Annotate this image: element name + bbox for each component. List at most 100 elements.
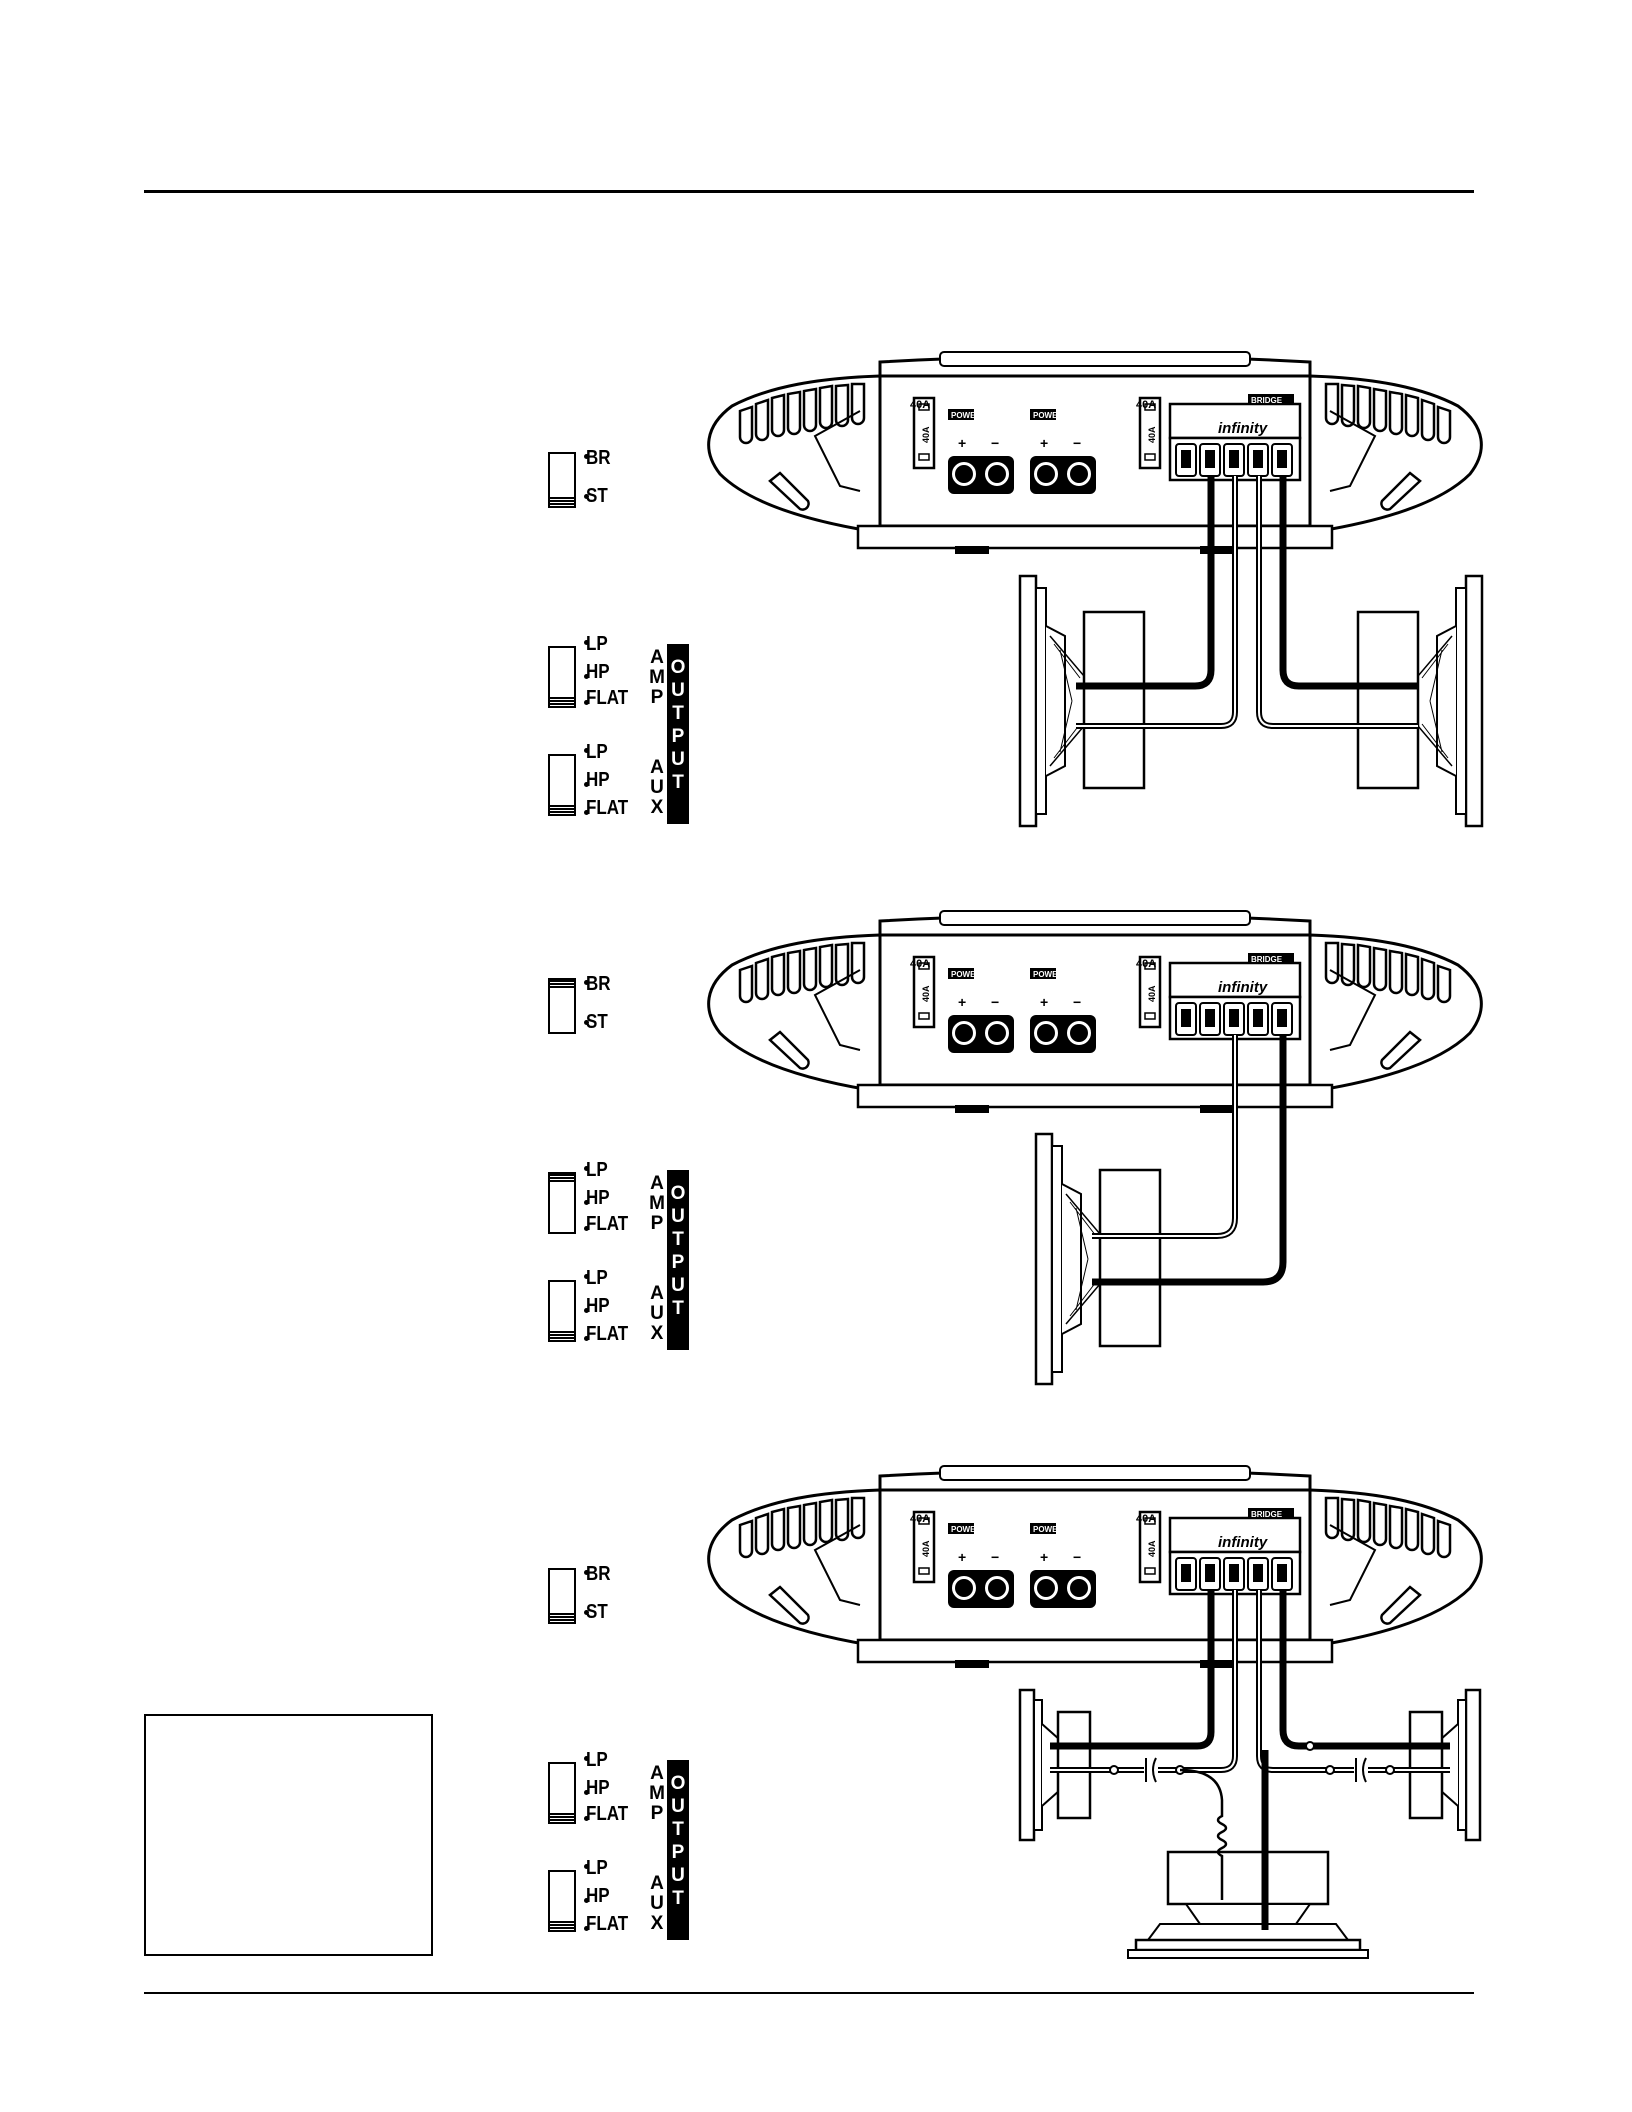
amplifier-body	[707, 909, 1483, 1115]
power-label: POWER	[951, 1525, 981, 1534]
plus-label: +	[958, 1549, 966, 1565]
amp-lp-label: LP	[586, 633, 608, 655]
bridge-switch[interactable]	[548, 1568, 576, 1624]
br-label: BR	[586, 973, 611, 995]
aux-flat-label: FLAT	[586, 1913, 629, 1935]
aux-hp-label: HP	[586, 769, 610, 791]
note-box	[144, 1714, 433, 1956]
fuse-rating: 40A	[1147, 426, 1157, 443]
footer-rule	[144, 1992, 1474, 1994]
minus-label: −	[991, 994, 999, 1010]
fuse-rating: 40A	[1147, 985, 1157, 1002]
capacitor-right	[1354, 1757, 1368, 1783]
amp-hp-label: HP	[586, 1777, 610, 1799]
bridge-switch[interactable]	[548, 452, 576, 508]
plus-label: +	[958, 435, 966, 451]
st-label: ST	[586, 1011, 608, 1033]
minus-label: −	[1073, 1549, 1081, 1565]
plus-label: +	[1040, 435, 1048, 451]
power-label: POWER	[1033, 970, 1063, 979]
mono-speaker	[1034, 1132, 1162, 1386]
diagram-tri: 40A 40A 40A 40A POWER POWER + − + − BRID…	[707, 1464, 1483, 1959]
amp-flat-label: FLAT	[586, 1213, 629, 1235]
aux-hp-label: HP	[586, 1885, 610, 1907]
bridge-label: BRIDGE	[1251, 1510, 1283, 1519]
amp-lp-label: LP	[586, 1749, 608, 1771]
plus-label: +	[958, 994, 966, 1010]
capacitor-left	[1144, 1757, 1158, 1783]
fuse-rating: 40A	[921, 985, 931, 1002]
aux-filter-switch[interactable]	[548, 754, 576, 816]
bridge-switch[interactable]	[548, 978, 576, 1034]
fuse-label: 40A	[910, 1513, 930, 1525]
aux-flat-label: FLAT	[586, 1323, 629, 1345]
minus-label: −	[991, 1549, 999, 1565]
amp-hp-label: HP	[586, 661, 610, 683]
fuse-label: 40A	[1136, 958, 1156, 970]
wire-left-positive	[1050, 1590, 1215, 1750]
amp-flat-label: FLAT	[586, 687, 629, 709]
amp-filter-switch[interactable]	[548, 1762, 576, 1824]
minus-label: −	[991, 435, 999, 451]
header-rule	[144, 190, 1474, 193]
fuse-label: 40A	[910, 958, 930, 970]
amp-hp-label: HP	[586, 1187, 610, 1209]
fuse-label: 40A	[1136, 1513, 1156, 1525]
fuse-rating: 40A	[921, 1540, 931, 1557]
aux-hp-label: HP	[586, 1295, 610, 1317]
amp-lp-label: LP	[586, 1159, 608, 1181]
amplifier-body	[707, 350, 1483, 556]
br-label: BR	[586, 447, 611, 469]
fuse-label: 40A	[910, 399, 930, 411]
br-label: BR	[586, 1563, 611, 1585]
power-label: POWER	[1033, 411, 1063, 420]
fuse-label: 40A	[1136, 399, 1156, 411]
right-satellite-speaker	[1408, 1688, 1482, 1842]
power-label: POWER	[951, 411, 981, 420]
plus-label: +	[1040, 1549, 1048, 1565]
aux-filter-switch[interactable]	[548, 1280, 576, 1342]
aux-lp-label: LP	[586, 1857, 608, 1879]
inductor	[1179, 1768, 1228, 1900]
aux-flat-label: FLAT	[586, 797, 629, 819]
aux-lp-label: LP	[586, 741, 608, 763]
brand-logo: infinity	[1218, 979, 1268, 996]
subwoofer	[1127, 1850, 1369, 1959]
amp-flat-label: FLAT	[586, 1803, 629, 1825]
plus-label: +	[1040, 994, 1048, 1010]
aux-filter-switch[interactable]	[548, 1870, 576, 1932]
wire-mono-b	[1092, 1035, 1287, 1286]
aux-lp-label: LP	[586, 1267, 608, 1289]
power-label: POWER	[951, 970, 981, 979]
fuse-rating: 40A	[921, 426, 931, 443]
wire-left-positive	[1076, 476, 1215, 690]
brand-logo: infinity	[1218, 1534, 1268, 1551]
diagram-stereo: 40A 40A 40A 40A POWER POWER + − + − BRID…	[707, 350, 1484, 828]
left-satellite-speaker	[1018, 1688, 1092, 1842]
amp-filter-switch[interactable]	[548, 1172, 576, 1234]
power-label: POWER	[1033, 1525, 1063, 1534]
st-label: ST	[586, 1601, 608, 1623]
st-label: ST	[586, 485, 608, 507]
wire-right-positive	[1279, 1590, 1450, 1750]
right-speaker	[1356, 574, 1484, 828]
diagram-bridged: 40A 40A 40A 40A POWER POWER + − + − BRID…	[707, 909, 1483, 1386]
minus-label: −	[1073, 994, 1081, 1010]
amp-filter-switch[interactable]	[548, 646, 576, 708]
brand-logo: infinity	[1218, 420, 1268, 437]
fuse-rating: 40A	[1147, 1540, 1157, 1557]
left-speaker	[1018, 574, 1146, 828]
minus-label: −	[1073, 435, 1081, 451]
bridge-label: BRIDGE	[1251, 396, 1283, 405]
wire-right-positive	[1279, 476, 1418, 690]
